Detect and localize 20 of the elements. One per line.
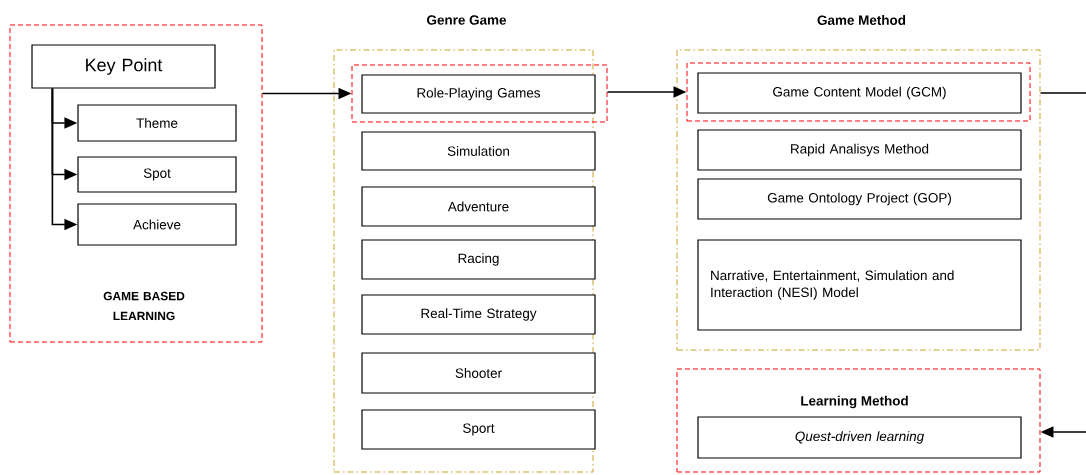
node-label: Game Method <box>817 15 906 25</box>
text-box: Role-Playing Games <box>361 74 596 114</box>
text-box: Theme <box>77 104 237 142</box>
text-box: Game Ontology Project (GOP) <box>697 178 1022 220</box>
text-box: Achieve <box>77 203 237 246</box>
highlight-frame <box>351 64 608 123</box>
highlight-frame <box>686 62 1031 122</box>
text-box: Racing <box>361 239 596 280</box>
text-box: Shooter <box>361 352 596 394</box>
text-box: Game Content Model (GCM) <box>697 72 1022 114</box>
node-label: Genre Game <box>427 15 507 25</box>
text-box: Simulation <box>361 131 596 171</box>
text-box: Spot <box>77 156 237 193</box>
text-box: Key Point <box>31 44 216 89</box>
text-box: Narrative, Entertainment, Simulation and Interaction (NESI) Model <box>697 239 1022 331</box>
text-box: Quest-driven learning <box>697 416 1022 459</box>
text-box: Sport <box>361 409 596 450</box>
text-box: Adventure <box>361 186 596 227</box>
text-box: Real-Time Strategy <box>361 294 596 335</box>
text-box: Rapid Analisys Method <box>697 129 1022 171</box>
